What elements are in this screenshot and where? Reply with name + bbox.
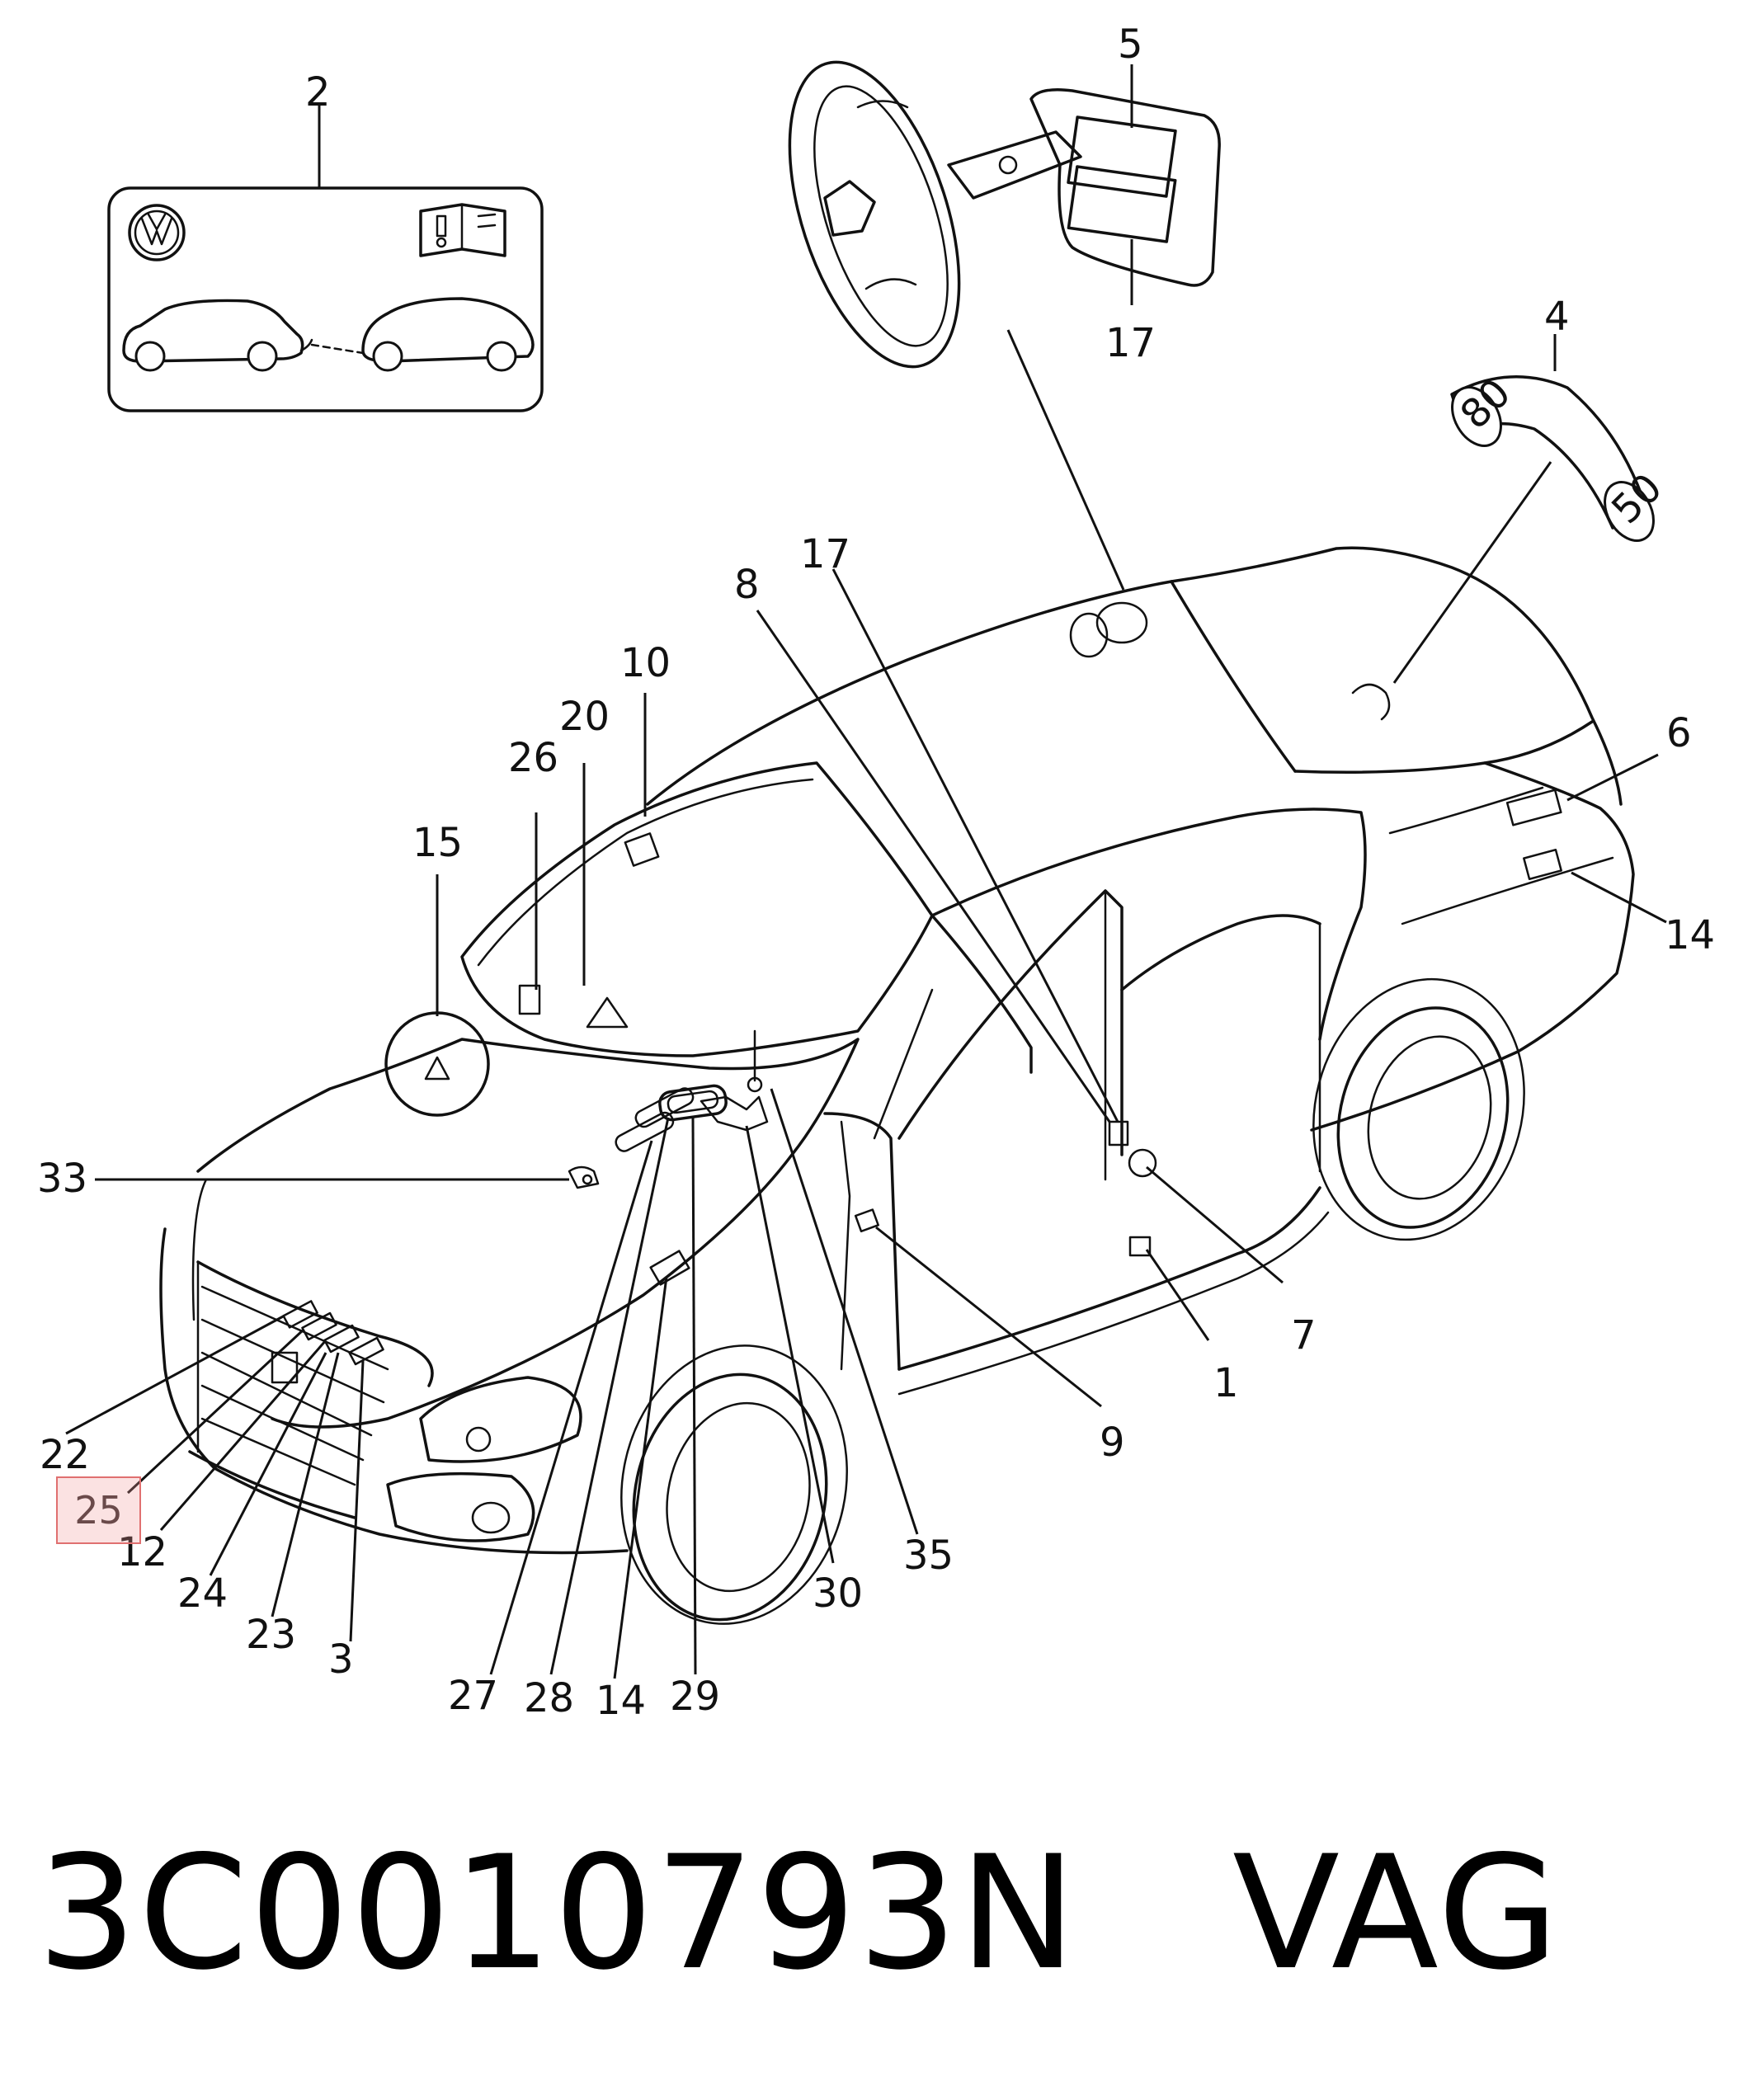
callout-10: 10 <box>620 640 671 686</box>
callout-23: 23 <box>246 1612 296 1658</box>
callout-26: 26 <box>508 735 558 781</box>
callout-28: 28 <box>524 1675 574 1721</box>
callout-29: 29 <box>670 1674 720 1720</box>
callout-9: 9 <box>1100 1420 1125 1466</box>
callout-30: 30 <box>813 1570 863 1617</box>
callout-3: 3 <box>328 1636 354 1683</box>
part-number: 3C0010793N <box>37 1822 1078 2004</box>
part-number-caption: 3C0010793N VAG <box>37 1835 1561 1992</box>
callout-labels: 1 2 3 4 5 6 7 8 9 10 12 14 14 15 17 17 2… <box>37 21 1715 1724</box>
callout-12: 12 <box>117 1529 167 1575</box>
callout-14-rear: 14 <box>1665 912 1715 958</box>
callout-5: 5 <box>1118 21 1143 68</box>
callout-4: 4 <box>1544 294 1570 340</box>
callout-8: 8 <box>734 562 760 608</box>
leader-lines <box>65 329 1667 1679</box>
callout-14-front: 14 <box>596 1678 646 1724</box>
callout-33: 33 <box>37 1156 87 1202</box>
callout-20: 20 <box>559 694 610 740</box>
sticker-inset-2 <box>107 106 544 412</box>
tire-pressure-strip-inset: 80 50 <box>1392 334 1671 684</box>
callout-25: 25 <box>74 1488 123 1533</box>
highlighted-callout-box <box>56 1476 141 1544</box>
callout-24: 24 <box>177 1570 228 1617</box>
callout-22: 22 <box>40 1432 90 1478</box>
towing-car-icon <box>122 297 535 372</box>
callout-35: 35 <box>903 1533 954 1579</box>
callout-2: 2 <box>305 69 331 115</box>
fuel-flap-inset <box>788 60 1221 369</box>
vw-logo-icon <box>128 204 186 261</box>
brand: VAG <box>1232 1822 1561 2004</box>
callout-17-flap: 17 <box>1105 320 1156 366</box>
callout-7: 7 <box>1291 1312 1317 1358</box>
label-marks <box>271 832 1157 1384</box>
callout-27: 27 <box>448 1673 498 1719</box>
callout-15: 15 <box>412 820 463 866</box>
callout-17-pillar: 17 <box>800 531 850 577</box>
car-body <box>159 546 1635 1625</box>
manual-book-icon <box>419 203 506 257</box>
callout-1: 1 <box>1213 1360 1239 1406</box>
callout-6: 6 <box>1666 710 1692 756</box>
